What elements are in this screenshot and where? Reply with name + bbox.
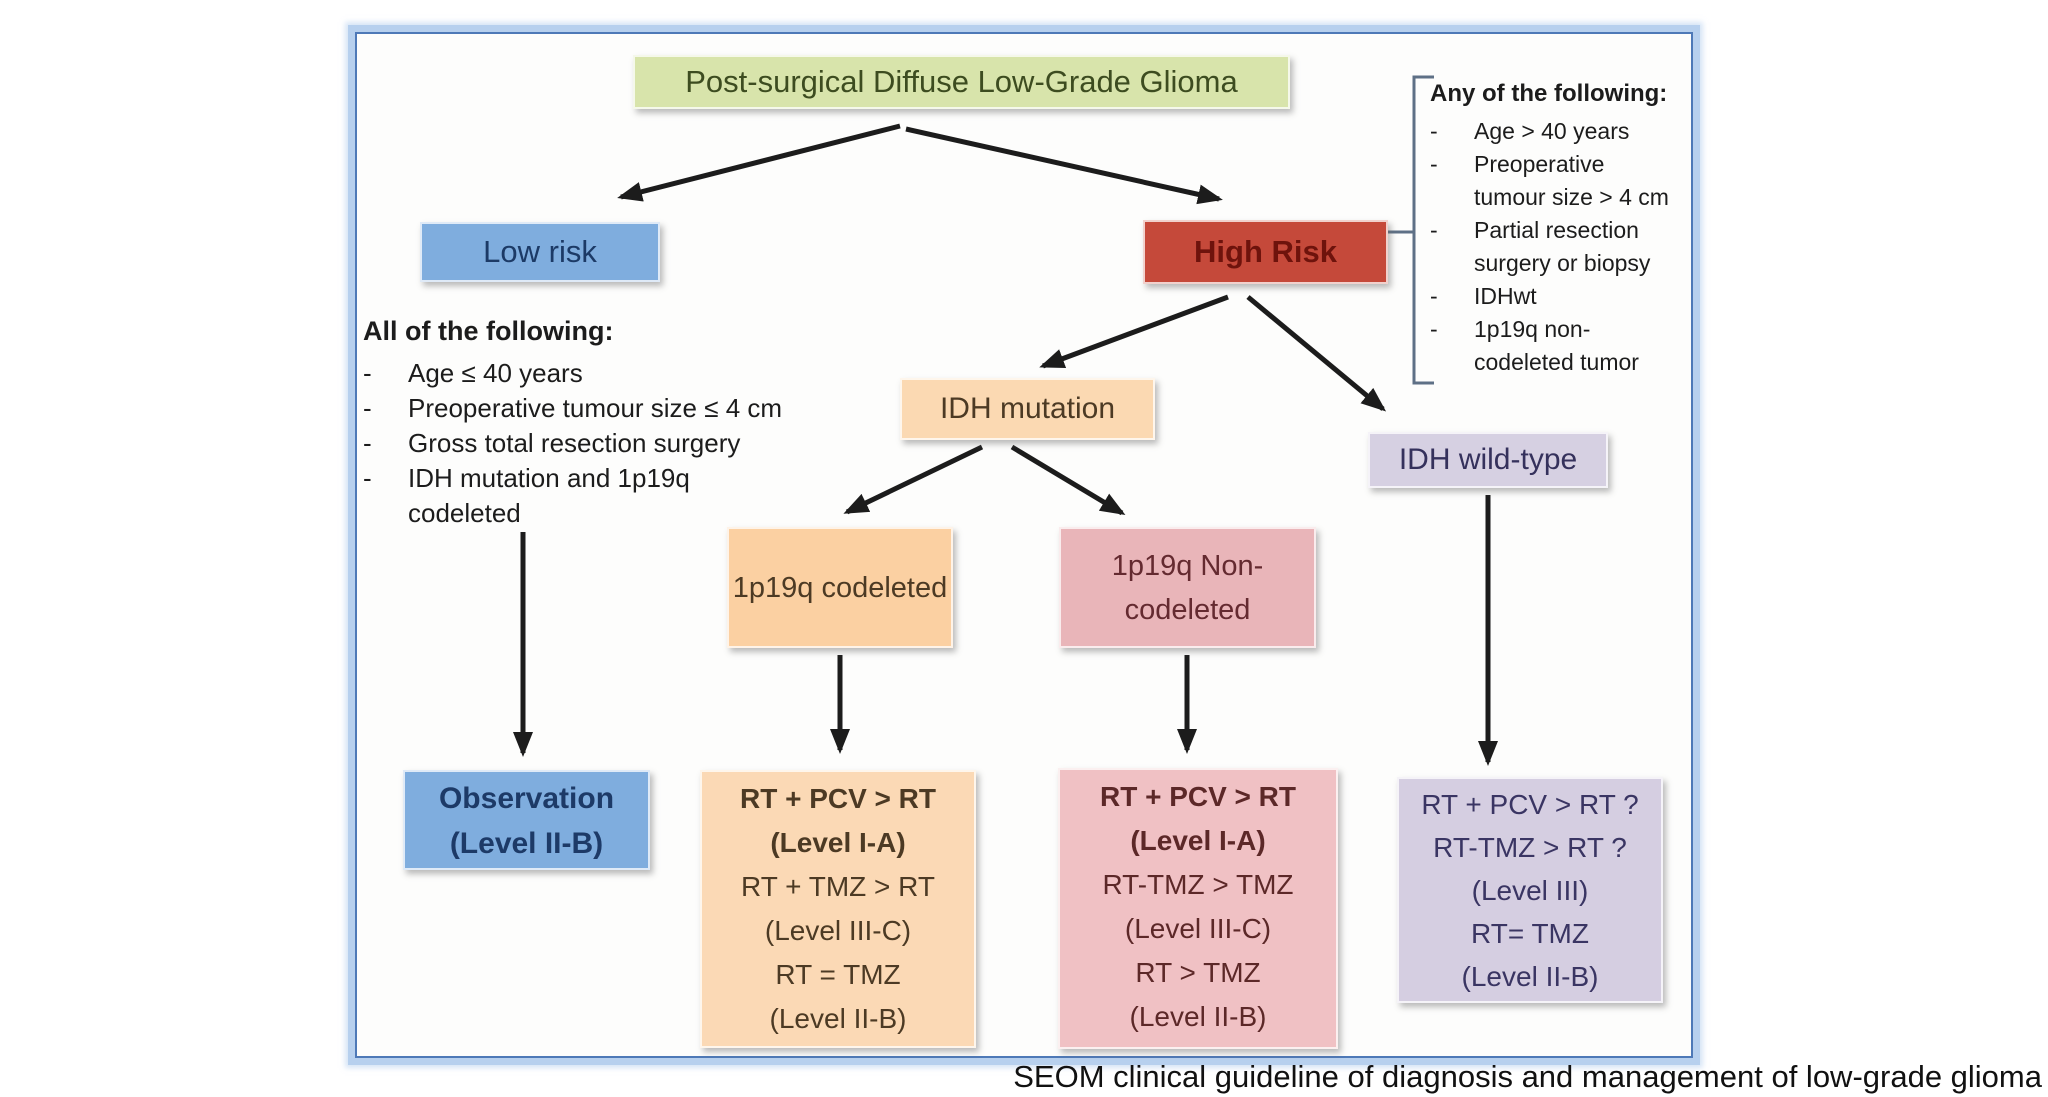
high-risk-criteria-list: Any of the following: - Age > 40 years -…	[1430, 80, 1690, 379]
dash-bullet: -	[1430, 316, 1438, 342]
dash-bullet: -	[363, 358, 372, 388]
treatment-line: RT + TMZ > RT	[741, 871, 935, 902]
wildtype-treatment-box: RT + PCV > RT ? RT-TMZ > RT ? (Level III…	[1397, 777, 1663, 1003]
list-item-text: IDH mutation and 1p19q codeleted	[408, 463, 690, 528]
non-codeleted-treatment-box: RT + PCV > RT (Level I-A) RT-TMZ > TMZ (…	[1058, 768, 1338, 1049]
dash-bullet: -	[363, 428, 372, 458]
treatment-line: RT + PCV > RT	[739, 783, 937, 814]
figure-caption: SEOM clinical guideline of diagnosis and…	[1013, 1059, 2042, 1094]
observation-box: Observation (Level II-B)	[403, 770, 650, 870]
list-item: - Partial resection surgery or biopsy	[1430, 214, 1690, 280]
list-item: - IDH mutation and 1p19q codeleted	[363, 461, 843, 531]
non-codeleted-node: 1p19q Non-codeleted	[1059, 527, 1316, 648]
treatment-line: RT= TMZ	[1471, 918, 1589, 949]
dash-bullet: -	[1430, 151, 1438, 177]
low-risk-criteria-title: All of the following:	[363, 316, 614, 346]
high-risk-criteria-title: Any of the following:	[1430, 80, 1668, 107]
treatment-line: (Level II-B)	[449, 827, 604, 860]
treatment-line: (Level III-C)	[764, 915, 912, 946]
list-item-text: 1p19q non-codeleted tumor	[1474, 316, 1639, 375]
low-risk-criteria-list: All of the following: - Age ≤ 40 years -…	[363, 316, 843, 531]
treatment-line: (Level III-C)	[1124, 913, 1272, 944]
list-item-text: Gross total resection surgery	[408, 428, 741, 458]
treatment-line: (Level II-B)	[769, 1003, 907, 1034]
list-item: - 1p19q non-codeleted tumor	[1430, 313, 1690, 379]
treatment-line: (Level I-A)	[1130, 825, 1266, 856]
treatment-line: Observation	[438, 782, 615, 815]
treatment-line: RT > TMZ	[1135, 957, 1261, 988]
idh-mutation-node: IDH mutation	[900, 378, 1155, 440]
dash-bullet: -	[1430, 118, 1438, 144]
dash-bullet: -	[363, 463, 372, 493]
treatment-line: (Level I-A)	[770, 827, 906, 858]
low-risk-node: Low risk	[420, 222, 660, 282]
list-item: - IDHwt	[1430, 280, 1690, 313]
list-item: - Age ≤ 40 years	[363, 356, 843, 391]
list-item-text: Age ≤ 40 years	[408, 358, 583, 388]
root-node: Post-surgical Diffuse Low-Grade Glioma	[633, 55, 1290, 109]
list-item: - Gross total resection surgery	[363, 426, 843, 461]
treatment-line: RT + PCV > RT ?	[1421, 789, 1639, 820]
codeleted-treatment-box: RT + PCV > RT (Level I-A) RT + TMZ > RT …	[700, 770, 976, 1048]
list-item-text: IDHwt	[1474, 283, 1537, 309]
treatment-line: (Level III)	[1471, 875, 1589, 906]
list-item-text: Age > 40 years	[1474, 118, 1630, 144]
list-item-text: Preoperative tumour size > 4 cm	[1474, 151, 1669, 210]
list-item: - Preoperative tumour size ≤ 4 cm	[363, 391, 843, 426]
idh-wildtype-node: IDH wild-type	[1368, 432, 1608, 488]
treatment-line: RT = TMZ	[775, 959, 901, 990]
codeleted-node: 1p19q codeleted	[727, 527, 953, 648]
treatment-line: RT + PCV > RT	[1099, 781, 1297, 812]
treatment-line: (Level II-B)	[1461, 961, 1599, 992]
dash-bullet: -	[1430, 217, 1438, 243]
list-item-text: Preoperative tumour size ≤ 4 cm	[408, 393, 783, 423]
dash-bullet: -	[363, 393, 372, 423]
list-item: - Preoperative tumour size > 4 cm	[1430, 148, 1690, 214]
treatment-line: RT-TMZ > RT ?	[1433, 832, 1627, 863]
dash-bullet: -	[1430, 283, 1438, 309]
list-item: - Age > 40 years	[1430, 115, 1690, 148]
list-item-text: Partial resection surgery or biopsy	[1474, 217, 1651, 276]
high-risk-node: High Risk	[1143, 220, 1388, 284]
treatment-line: (Level II-B)	[1129, 1001, 1267, 1032]
treatment-line: RT-TMZ > TMZ	[1102, 869, 1294, 900]
